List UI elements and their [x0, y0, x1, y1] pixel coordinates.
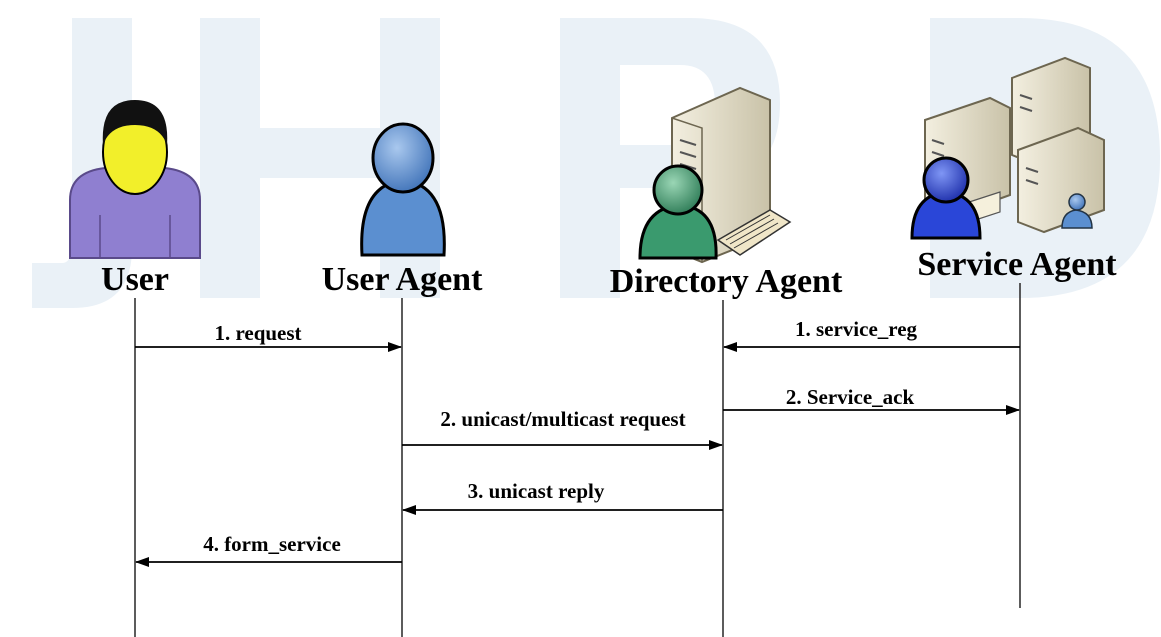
actor-label-user: User [101, 261, 169, 298]
user-person-icon [69, 100, 201, 259]
actor-label-service-agent: Service Agent [917, 246, 1117, 283]
message-label-form-service: 4. form_service [203, 532, 341, 556]
message-label-request: 1. request [214, 321, 301, 345]
user-agent-icon [360, 122, 446, 257]
message-label-service-reg: 1. service_reg [795, 317, 918, 341]
message-label-unicast-reply: 3. unicast reply [468, 479, 605, 503]
message-label-service-ack: 2. Service_ack [786, 385, 915, 409]
directory-server-icon [638, 86, 792, 264]
service-servers-icon [910, 56, 1105, 240]
actor-label-directory-agent: Directory Agent [610, 263, 843, 300]
message-label-unicast-multicast-request: 2. unicast/multicast request [440, 407, 685, 431]
actor-label-user-agent: User Agent [322, 261, 484, 298]
